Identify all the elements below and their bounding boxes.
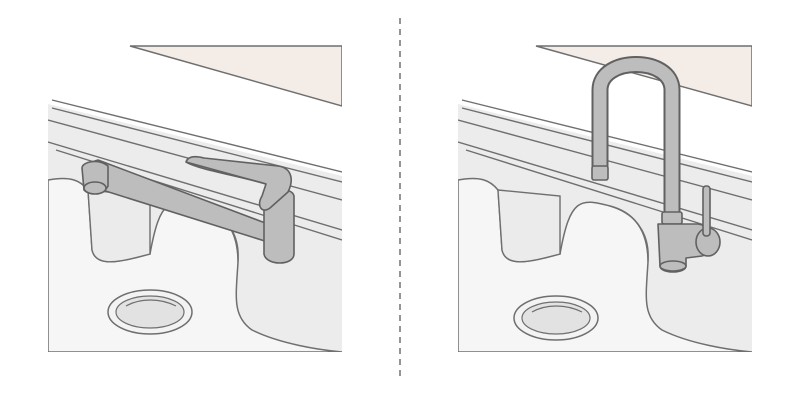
sink-back-wall xyxy=(497,189,561,263)
drain-icon xyxy=(513,295,599,341)
wall xyxy=(129,45,342,107)
gooseneck-pull-down-faucet-icon xyxy=(591,56,721,273)
panel-right xyxy=(458,45,752,352)
wall xyxy=(535,45,752,107)
panel-left xyxy=(48,45,342,352)
single-lever-swing-spout-icon xyxy=(81,156,295,264)
drain-icon xyxy=(107,289,193,335)
sink-side-wall xyxy=(609,205,649,263)
